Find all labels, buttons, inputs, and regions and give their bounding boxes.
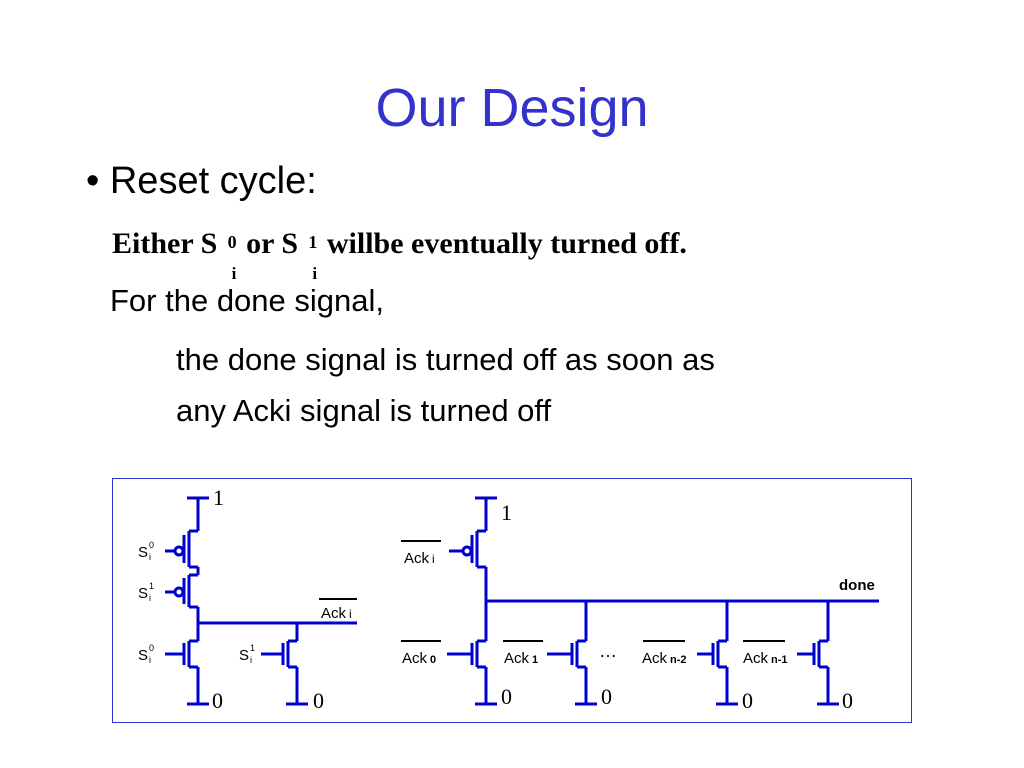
right-gnd-label-2: 0 <box>742 688 753 713</box>
circuit-diagram: 1 0 0 S 0 i S 1 i S 0 i S 1 i Ack i <box>138 485 879 713</box>
svg-text:0: 0 <box>149 643 154 653</box>
s-i-1-input: S 1 i <box>138 581 154 603</box>
svg-text:Ack: Ack <box>321 605 347 622</box>
right-gnd-label-1: 0 <box>601 684 612 709</box>
done-intro: For the done signal, <box>110 283 385 318</box>
statement-or: or <box>246 227 274 260</box>
svg-text:i: i <box>149 655 151 665</box>
left-circuit-wires <box>165 496 357 706</box>
svg-text:Ack: Ack <box>743 650 769 667</box>
ack-1-input: Ack 1 <box>504 650 538 667</box>
slide-title: Our Design <box>375 78 649 138</box>
svg-text:S: S <box>138 647 148 664</box>
s-i-0-input-bottom: S 0 i <box>138 643 154 665</box>
pmos-bubble-2 <box>173 586 185 598</box>
svg-text:S: S <box>239 647 249 664</box>
svg-text:S: S <box>138 585 148 602</box>
svg-text:n-1: n-1 <box>771 654 788 666</box>
left-gnd-label-2: 0 <box>313 688 324 713</box>
left-gnd-label-1: 0 <box>212 688 223 713</box>
done-line-2: any Acki signal is turned off <box>176 393 552 428</box>
ack-i-output-label: Ack i <box>321 605 352 622</box>
svg-text:i: i <box>149 552 151 562</box>
right-overbars <box>401 540 785 642</box>
bullet-reset-cycle: • Reset cycle: <box>86 160 317 202</box>
statement-either: Either <box>112 227 194 260</box>
svg-text:n-2: n-2 <box>670 654 687 666</box>
statement-rest: willbe eventually turned off. <box>326 227 687 260</box>
svg-text:Ack: Ack <box>404 550 430 567</box>
ack-i-pmos-input: Ack i <box>404 550 435 567</box>
ellipsis-label: … <box>599 641 617 661</box>
ack-0-input: Ack 0 <box>402 650 436 667</box>
svg-text:Ack: Ack <box>642 650 668 667</box>
svg-text:0: 0 <box>149 540 154 550</box>
svg-text:i: i <box>432 552 435 566</box>
ack-n-1-input: Ack n-1 <box>743 650 788 667</box>
svg-text:i: i <box>349 607 352 621</box>
pmos-bubble-1 <box>173 545 185 557</box>
done-output-label: done <box>839 577 875 594</box>
svg-text:S: S <box>138 544 148 561</box>
ack-n-2-input: Ack n-2 <box>642 650 687 667</box>
done-line-1: the done signal is turned off as soon as <box>176 342 715 377</box>
svg-text:i: i <box>149 593 151 603</box>
right-vdd-label: 1 <box>501 500 512 525</box>
pmos-bubble-ack <box>461 545 473 557</box>
svg-text:1: 1 <box>532 654 538 666</box>
left-vdd-label: 1 <box>213 485 224 510</box>
svg-text:i: i <box>250 655 252 665</box>
right-gnd-label-0: 0 <box>501 684 512 709</box>
svg-text:Ack: Ack <box>504 650 530 667</box>
s-i-1-input-nmos: S 1 i <box>239 643 255 665</box>
svg-text:0: 0 <box>430 654 436 666</box>
s-i-0-input-top: S 0 i <box>138 540 154 562</box>
svg-text:Ack: Ack <box>402 650 428 667</box>
right-gnd-label-3: 0 <box>842 688 853 713</box>
svg-text:1: 1 <box>250 643 255 653</box>
right-circuit-wires <box>447 496 879 706</box>
svg-text:1: 1 <box>149 581 154 591</box>
circuit-frame: 1 0 0 S 0 i S 1 i S 0 i S 1 i Ack i <box>112 478 912 723</box>
